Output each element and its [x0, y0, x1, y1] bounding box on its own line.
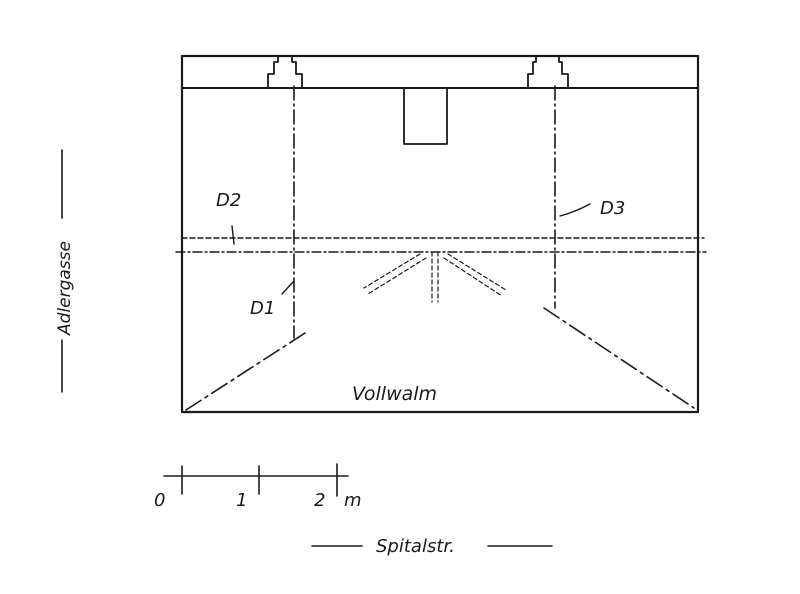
central-projection — [403, 87, 448, 145]
hip-rafter-left — [185, 332, 306, 411]
svg-text:Spitalstr.: Spitalstr. — [376, 536, 455, 557]
d1-leader — [281, 281, 294, 295]
d3-leader — [559, 203, 591, 217]
scale-tick-2: 2 — [314, 490, 325, 511]
top-right-pillar — [527, 55, 569, 89]
street-spitalstr: Spitalstr. — [311, 536, 553, 557]
scale-unit: m — [344, 490, 362, 511]
scale-tick-1: 1 — [236, 490, 247, 511]
label-d1: D1 — [250, 298, 275, 319]
label-roof-type: Vollwalm — [352, 383, 437, 405]
top-left-pillar — [267, 55, 303, 89]
label-d3: D3 — [600, 198, 625, 219]
building-outline — [180, 54, 700, 414]
d2-leader — [231, 225, 235, 245]
svg-text:Adlergasse: Adlergasse — [55, 241, 75, 336]
central-bracing — [363, 251, 507, 303]
street-adlergasse: Adlergasse — [55, 149, 75, 393]
label-d2: D2 — [216, 190, 241, 211]
hip-rafter-right — [543, 307, 695, 409]
scale-tick-0: 0 — [154, 490, 165, 511]
scale-bar: 0 1 2 m — [154, 463, 362, 511]
